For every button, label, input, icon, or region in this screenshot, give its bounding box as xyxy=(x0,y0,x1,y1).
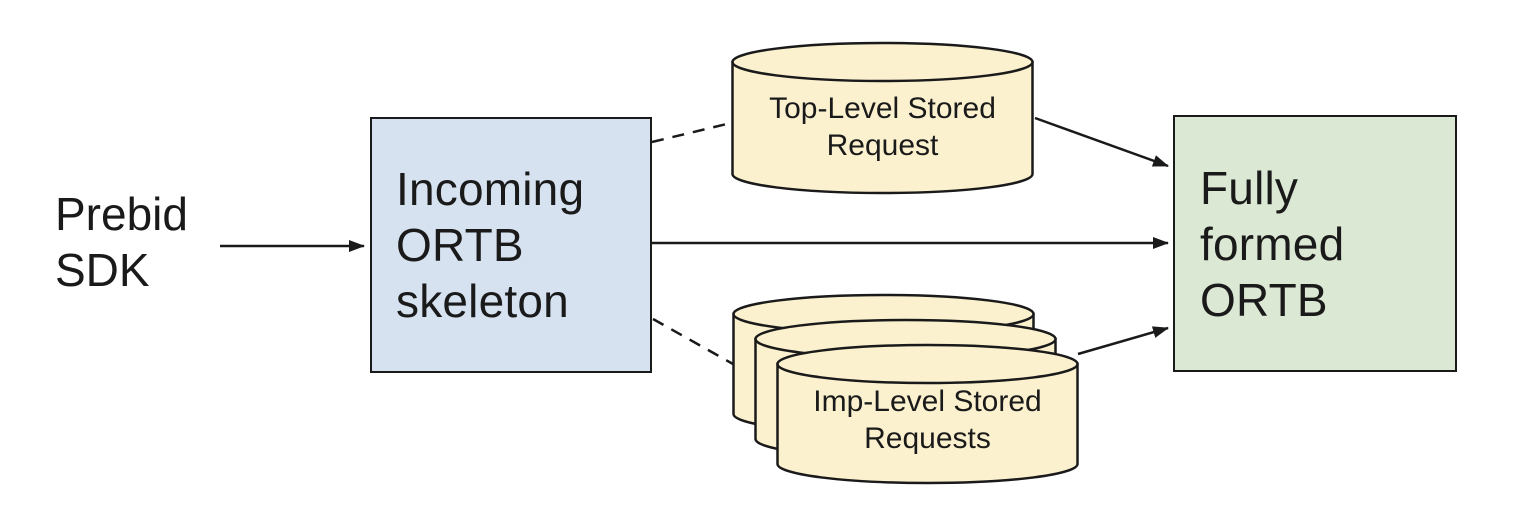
top-level-stored-request-cylinder xyxy=(731,41,1034,195)
incoming-ortb-skeleton-label-line2: ORTB xyxy=(396,219,524,271)
imp-level-stored-requests-label-line2: Requests xyxy=(864,422,991,455)
cylinder-body xyxy=(776,362,1079,485)
prebid-sdk-label: Prebid SDK xyxy=(55,186,188,298)
dashed-incoming-to-imp-stored xyxy=(652,317,734,366)
cylinder-top-ellipse xyxy=(731,41,1034,83)
cylinder-top-ellipse xyxy=(776,343,1079,385)
top-level-stored-request-label-line1: Top-Level Stored xyxy=(769,92,996,125)
top-level-stored-request-label-line2: Request xyxy=(826,129,939,162)
prebid-sdk-label-line1: Prebid xyxy=(55,188,188,240)
prebid-sdk-label-line2: SDK xyxy=(55,244,150,296)
incoming-ortb-skeleton-label-line1: Incoming xyxy=(396,163,585,215)
fully-formed-ortb-box: Fully formed ORTB xyxy=(1173,115,1457,372)
imp-level-stored-requests-label-line1: Imp-Level Stored xyxy=(813,385,1042,418)
fully-formed-ortb-label-line3: ORTB xyxy=(1200,273,1328,326)
imp-level-stored-requests-cylinder-stack xyxy=(732,293,1079,485)
imp-level-stored-requests-label: Imp-Level Stored Requests xyxy=(777,383,1078,457)
arrow-top-stored-to-fully-formed xyxy=(1034,116,1169,168)
incoming-ortb-skeleton-label-line3: skeleton xyxy=(396,275,569,327)
incoming-ortb-skeleton-box: Incoming ORTB skeleton xyxy=(370,117,652,373)
cylinder-front xyxy=(776,343,1079,485)
fully-formed-ortb-label-line2: formed xyxy=(1200,217,1345,270)
arrow-imp-stored-to-fully-formed xyxy=(1077,326,1169,356)
top-level-stored-request-label: Top-Level Stored Request xyxy=(732,90,1033,164)
cylinder-body xyxy=(731,60,1034,195)
fully-formed-ortb-label-line1: Fully xyxy=(1200,161,1299,214)
dashed-incoming-to-top-stored xyxy=(651,121,732,144)
